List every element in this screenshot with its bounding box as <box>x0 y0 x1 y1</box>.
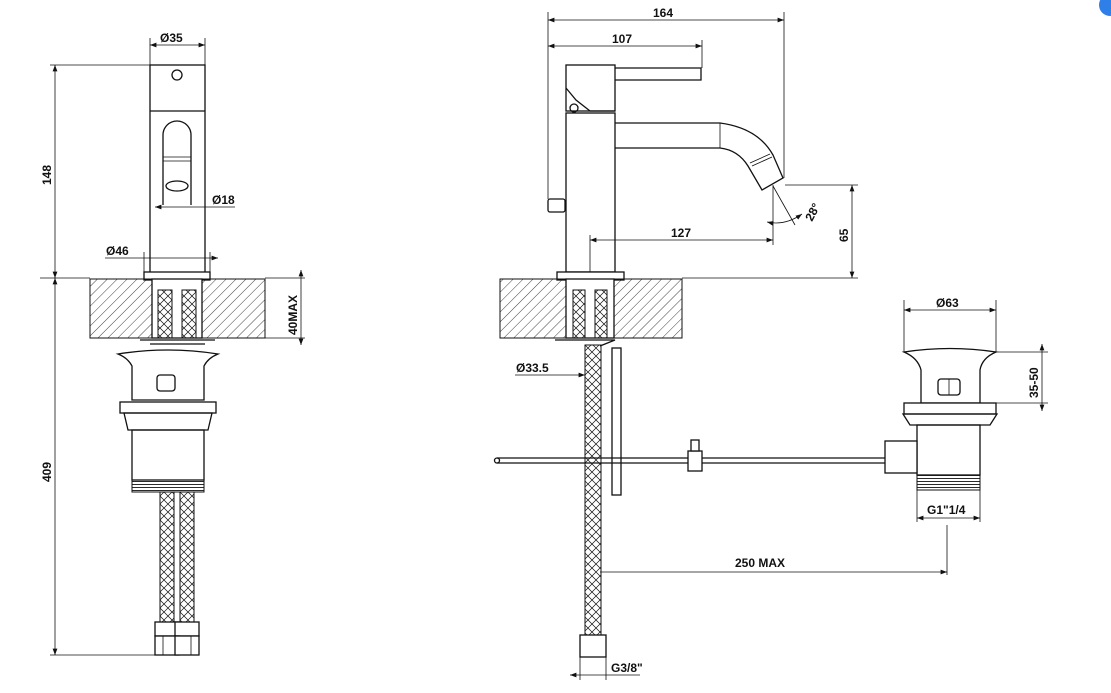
dim-spout-angle: 28° <box>802 201 823 224</box>
mixer-body-front <box>149 64 206 279</box>
mixer-body-side <box>565 112 616 273</box>
hose-left <box>159 491 175 636</box>
dim-rod-max: 250 MAX <box>735 556 785 570</box>
dim-spout-reach: 127 <box>671 226 691 240</box>
dim-spout-diameter: Ø18 <box>212 193 235 207</box>
spout-side <box>615 122 784 191</box>
side-view: 164 107 127 28° 65 Ø33.5 250 MAX G3/8" <box>493 6 948 680</box>
front-view: Ø35 148 Ø18 Ø46 40MAX 409 <box>40 31 305 656</box>
lever-pin-icon <box>171 69 183 81</box>
dim-front-body-diameter: Ø35 <box>160 31 183 45</box>
popup-knob <box>547 198 566 213</box>
hose-right <box>179 491 195 636</box>
dim-waste-diameter: Ø63 <box>936 296 959 310</box>
lever-handle <box>615 67 702 81</box>
dim-total-depth: 164 <box>653 6 673 20</box>
dim-countertop-max: 40MAX <box>286 295 300 335</box>
dim-lever-depth: 107 <box>612 32 632 46</box>
dim-flange-diameter: Ø46 <box>106 244 129 258</box>
dim-front-height: 148 <box>40 165 54 185</box>
dim-hose-thread: G3/8" <box>611 661 643 675</box>
dim-hose-length: 409 <box>40 462 54 482</box>
dim-spout-height: 65 <box>837 228 851 242</box>
waste-detail: Ø63 35-50 G1"1/4 <box>884 296 1048 522</box>
spout-front <box>162 120 192 205</box>
hose-side <box>584 344 602 636</box>
dim-shank-diameter: Ø33.5 <box>516 361 549 375</box>
dim-waste-thread: G1"1/4 <box>927 503 966 517</box>
dim-waste-height: 35-50 <box>1027 367 1041 398</box>
accent-dot <box>1099 0 1111 16</box>
